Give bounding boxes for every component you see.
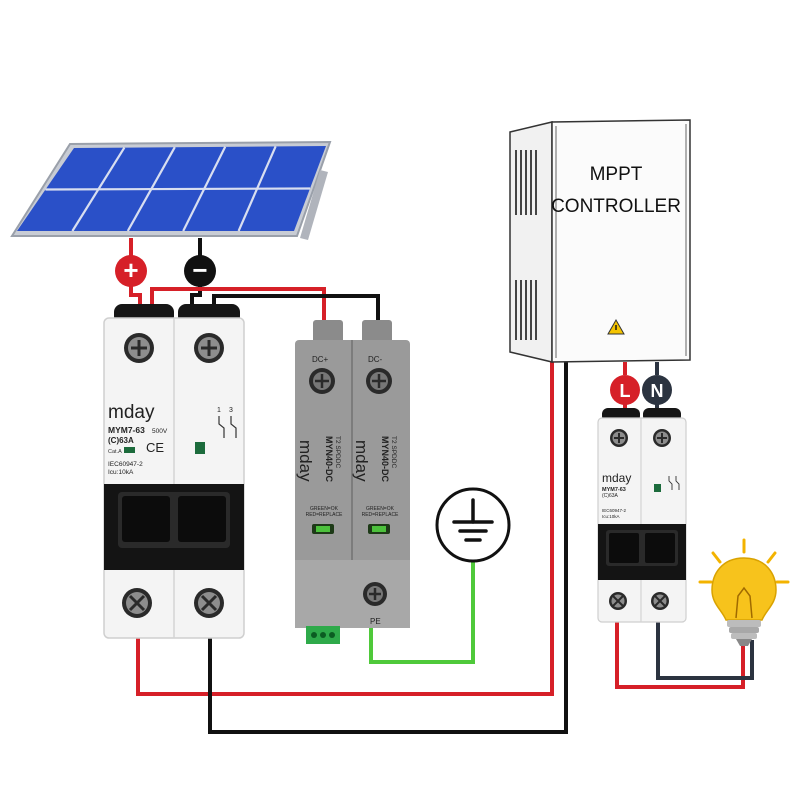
light-bulb-icon: [698, 538, 790, 646]
screw-icon: [194, 588, 224, 618]
wire-breaker-bulb-live: [615, 622, 745, 689]
controller-title-line2: CONTROLLER: [551, 196, 681, 217]
dc-breaker-pole-1: 1: [217, 407, 221, 414]
screw-icon: [610, 429, 628, 447]
ac-breaker: mday MYM7-63 (C)63A IEC60947-2 Icu:10kA: [597, 408, 687, 623]
dc-breaker-indicator-2: [195, 442, 205, 454]
screw-icon: [609, 592, 627, 610]
screw-icon: [309, 368, 335, 394]
ac-breaker-rating: (C)63A: [602, 493, 619, 499]
mppt-controller: MPPT CONTROLLER: [509, 119, 691, 363]
dc-breaker-category: Cat.A: [108, 449, 122, 455]
neutral-label: N: [651, 381, 664, 401]
negative-symbol: −: [192, 255, 207, 285]
controller-vents: [515, 150, 537, 340]
spd-brand-right: mday: [352, 440, 371, 482]
wire-breaker-controller-positive: [136, 362, 554, 696]
screw-icon: [653, 429, 671, 447]
spd-terminal-neg: DC-: [368, 355, 383, 364]
live-terminal: L: [610, 375, 640, 405]
ac-breaker-standard: IEC60947-2: [602, 508, 627, 513]
ac-breaker-indicator: [654, 484, 661, 492]
ac-breaker-model: MYM7-63: [602, 487, 626, 493]
wire-breaker-spd-positive: [150, 287, 326, 322]
dc-breaker-standard: IEC60947-2: [108, 461, 143, 468]
spd-indicator-text-right: GREEN=OK RED=REPLACE: [361, 506, 399, 518]
controller-title-line1: MPPT: [590, 164, 643, 185]
dc-breaker: mday MYM7-63 500V (C)63A CE Cat.A IEC609…: [103, 304, 245, 639]
panel-cell-divider: [45, 187, 311, 191]
panel-negative-terminal: −: [184, 255, 216, 287]
spd-type-left: T2 SPDDC: [334, 436, 341, 468]
ac-breaker-icu: Icu:10kA: [602, 514, 620, 519]
live-label: L: [620, 381, 631, 401]
dc-breaker-pole-3: 3: [229, 407, 233, 414]
screw-icon: [363, 582, 387, 606]
dc-breaker-rating: (C)63A: [108, 436, 134, 445]
controller-front: [551, 119, 691, 363]
dc-breaker-indicator: [124, 447, 135, 453]
ac-breaker-brand: mday: [602, 471, 631, 485]
screw-icon: [194, 333, 224, 363]
spd-indicator-text-left: GREEN=OK RED=REPLACE: [305, 506, 343, 518]
spd-terminal-pos: DC+: [312, 355, 329, 364]
ground-icon: [452, 498, 494, 542]
panel-stand: [300, 170, 328, 240]
spd-terminal-pe: PE: [370, 617, 381, 626]
neutral-terminal: N: [642, 375, 672, 405]
screw-icon: [651, 592, 669, 610]
screw-icon: [122, 588, 152, 618]
warning-icon: [607, 318, 625, 335]
dc-breaker-ce: CE: [146, 440, 164, 455]
wire-spd-earth: [369, 560, 475, 664]
screw-icon: [124, 333, 154, 363]
screw-icon: [366, 368, 392, 394]
dc-breaker-brand: mday: [108, 402, 155, 423]
panel-grid: [45, 145, 311, 232]
dc-breaker-icu: Icu:10kA: [108, 469, 134, 476]
earth-ground-symbol: [435, 487, 511, 563]
breaker-symbol-icon: [218, 416, 237, 438]
spd-brand-left: mday: [296, 440, 315, 482]
panel-positive-terminal: +: [115, 255, 147, 287]
spd-type-right: T2 SPDDC: [390, 436, 397, 468]
spd-model-right: MYN40-DC: [380, 436, 390, 483]
breaker-symbol-icon: [668, 476, 680, 490]
light-rays: [698, 538, 790, 584]
wire-breaker-bulb-neutral: [656, 622, 754, 680]
solar-panel: [10, 140, 332, 240]
ac-breaker-body: [597, 417, 687, 623]
spd-model-left: MYN40-DC: [324, 436, 334, 483]
dc-breaker-model: MYM7-63: [108, 425, 145, 435]
dc-breaker-voltage: 500V: [152, 428, 168, 435]
wire-breaker-controller-negative: [208, 362, 568, 734]
surge-protector: DC+ DC- mday MYN40-DC T2 SPDDC mday MYN4…: [295, 320, 410, 644]
positive-symbol: +: [123, 255, 138, 285]
wires: [129, 238, 754, 734]
